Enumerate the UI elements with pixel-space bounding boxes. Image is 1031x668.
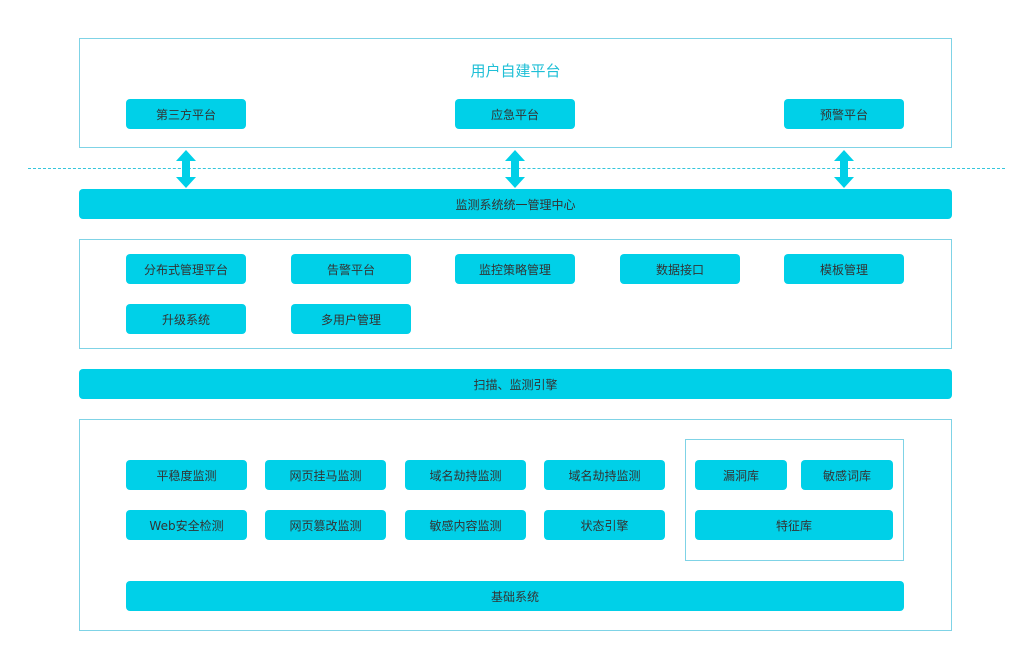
third-party-platform: 第三方平台 [126, 99, 246, 129]
webpage-tamper-monitoring: 网页篡改监测 [265, 510, 386, 540]
monitoring-strategy-management: 监控策略管理 [455, 254, 575, 284]
distributed-management-platform: 分布式管理平台 [126, 254, 246, 284]
stability-monitoring: 平稳度监测 [126, 460, 247, 490]
multi-user-management: 多用户管理 [291, 304, 411, 334]
webpage-trojan-monitoring: 网页挂马监测 [265, 460, 386, 490]
base-system: 基础系统 [126, 581, 904, 611]
sensitive-word-library: 敏感词库 [801, 460, 893, 490]
domain-hijack-monitoring: 域名劫持监测 [405, 460, 526, 490]
scan-monitor-engine: 扫描、监测引擎 [79, 369, 952, 399]
double-arrow-icon [176, 150, 196, 188]
monitoring-frame [79, 419, 952, 631]
upgrade-system: 升级系统 [126, 304, 246, 334]
vulnerability-library: 漏洞库 [695, 460, 787, 490]
status-engine: 状态引擎 [544, 510, 665, 540]
library-frame [685, 439, 904, 561]
template-management: 模板管理 [784, 254, 904, 284]
data-interface: 数据接口 [620, 254, 740, 284]
web-security-detection: Web安全检测 [126, 510, 247, 540]
user-platform-title: 用户自建平台 [470, 62, 561, 80]
management-frame [79, 239, 952, 349]
alarm-platform: 告警平台 [291, 254, 411, 284]
user-platform-frame [79, 38, 952, 148]
sensitive-content-monitoring: 敏感内容监测 [405, 510, 526, 540]
emergency-platform: 应急平台 [455, 99, 575, 129]
warning-platform: 预警平台 [784, 99, 904, 129]
domain-hijack-monitoring-2: 域名劫持监测 [544, 460, 665, 490]
feature-library: 特征库 [695, 510, 893, 540]
double-arrow-icon [834, 150, 854, 188]
unified-management-center: 监测系统统一管理中心 [79, 189, 952, 219]
double-arrow-icon [505, 150, 525, 188]
